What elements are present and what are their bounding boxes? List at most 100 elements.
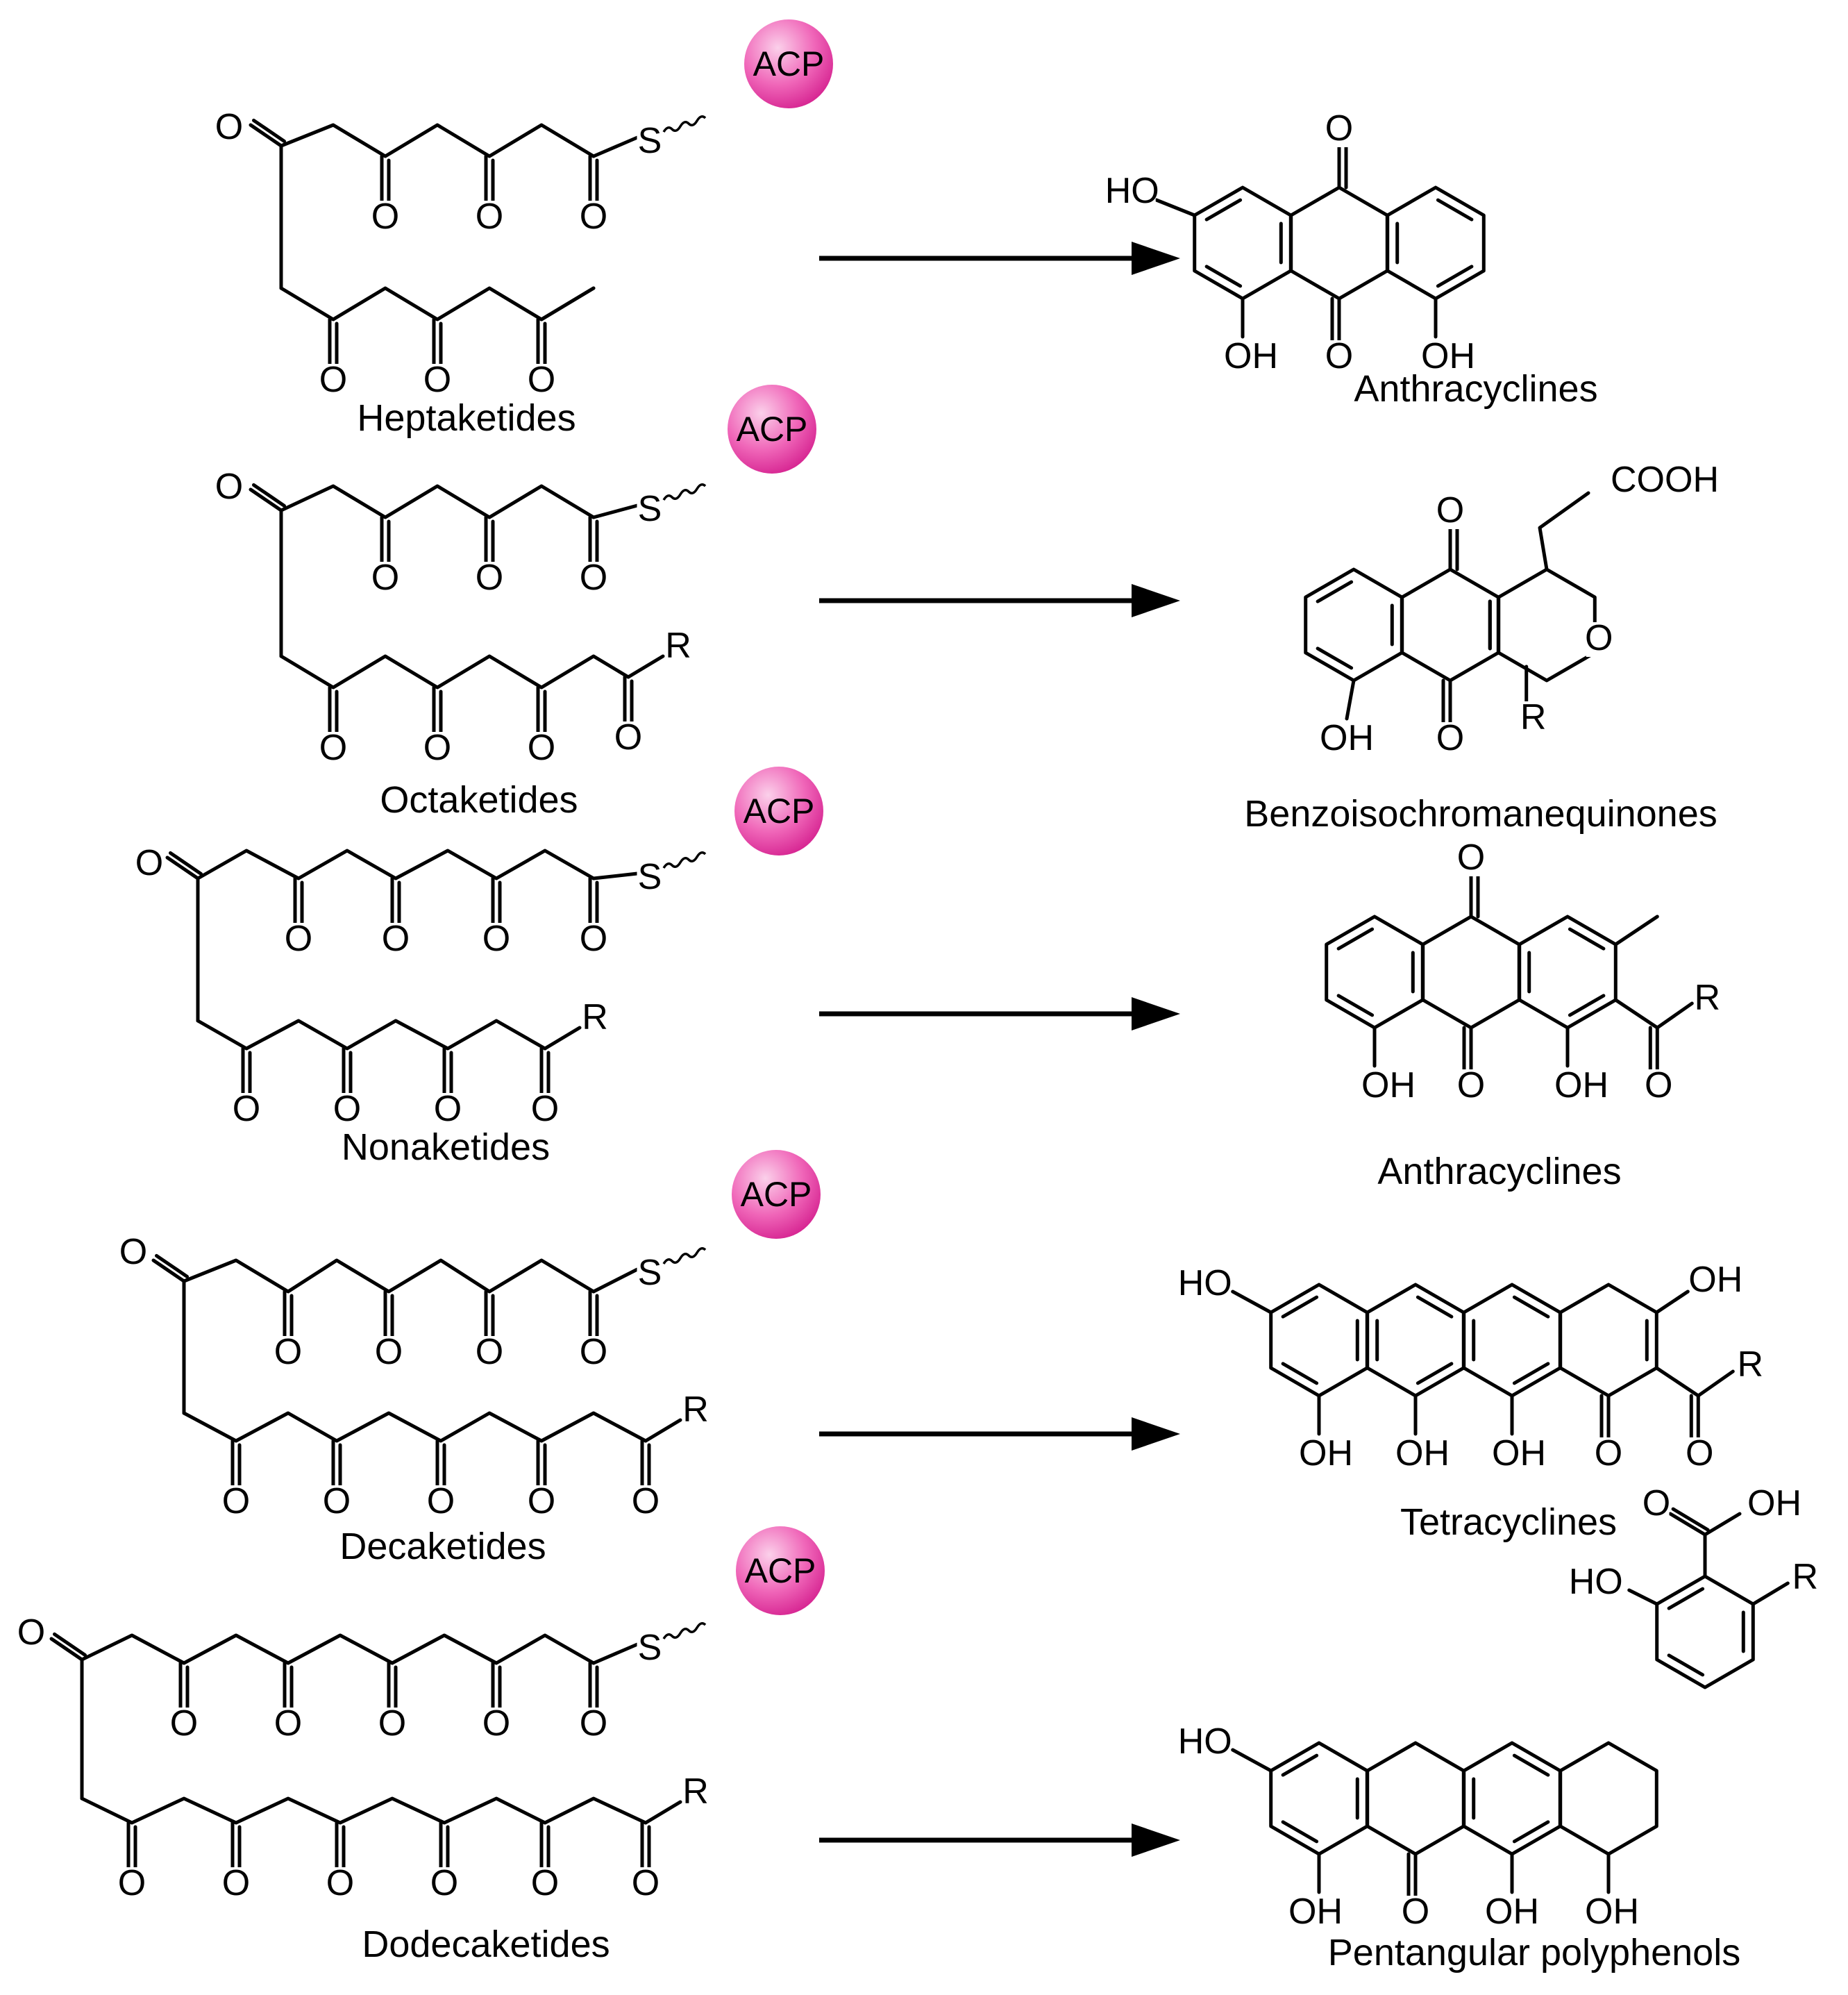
label-bg <box>1686 1437 1713 1472</box>
ring-double-bond <box>1336 927 1375 951</box>
hydroxyl-label: OH <box>1320 718 1374 758</box>
label-bg <box>476 201 503 235</box>
thioester-bond <box>591 871 639 880</box>
oxygen-label: O <box>632 1863 660 1903</box>
oxygen-label: O <box>274 1332 302 1372</box>
label-bg <box>483 1708 510 1742</box>
oxygen-label: O <box>1686 1433 1713 1474</box>
oxygen-label: O <box>323 1481 351 1521</box>
arrow-head <box>1132 242 1180 275</box>
oxygen-label: O <box>215 107 243 147</box>
methyl-bond <box>539 286 596 322</box>
thioester-bond <box>591 1642 639 1665</box>
ring-double-bond <box>1436 198 1474 222</box>
ketone-double-bond <box>252 483 287 508</box>
oxygen-label: O <box>423 728 451 768</box>
ketone-double-bond <box>155 1253 190 1278</box>
r-label: R <box>1792 1557 1819 1597</box>
label-bg <box>1694 982 1720 1017</box>
ring-double-bond <box>1281 1295 1319 1319</box>
carboxyl-carbonyl <box>1671 1507 1710 1532</box>
bottom-chain <box>80 1796 648 1825</box>
r-bond <box>1696 1369 1735 1398</box>
r-bond <box>644 1418 682 1443</box>
ring-a <box>1325 915 1425 1030</box>
hydroxyl-label: HO <box>1105 171 1159 211</box>
oxygen-label: O <box>382 919 410 959</box>
precursor-label-heptaketides: Heptaketides <box>357 397 576 439</box>
top-chain <box>196 849 596 880</box>
oxygen-label: O <box>580 1703 607 1744</box>
ring-a <box>1269 1283 1369 1398</box>
oxygen-label: O <box>482 1703 510 1744</box>
ring-double-bond <box>1281 1753 1319 1777</box>
ring-c <box>1518 915 1618 1030</box>
oxygen-label: O <box>135 843 163 883</box>
ketone-double-bond <box>252 118 287 143</box>
acp-label: ACP <box>737 410 808 449</box>
label-bg <box>285 923 312 958</box>
product-label-tetracyclines: Tetracyclines <box>1400 1501 1617 1543</box>
ketone-double-bond <box>49 1637 84 1662</box>
label-bg <box>327 1867 353 1902</box>
hydroxyl-label: OH <box>1224 336 1278 376</box>
label-bg <box>233 1093 260 1128</box>
ring-double-bond <box>1204 198 1243 222</box>
oxygen-label: O <box>170 1703 198 1744</box>
top-chain <box>80 1633 596 1665</box>
label-bg <box>1437 722 1463 757</box>
r-bond <box>1655 1001 1694 1030</box>
label-bg <box>580 201 607 235</box>
ring-double-bond <box>1667 1587 1705 1610</box>
label-bg <box>632 1485 659 1520</box>
product-label-anthracyclines-2: Anthracyclines <box>1377 1151 1621 1192</box>
label-bg <box>637 1632 663 1667</box>
hydroxyl-bond <box>1627 1588 1659 1606</box>
acp-bead <box>732 1150 821 1239</box>
ring-c <box>1462 1741 1562 1856</box>
oxygen-label: O <box>378 1703 406 1744</box>
r-label: R <box>1520 697 1547 737</box>
hydroxyl-label: OH <box>1288 1892 1343 1932</box>
label-bg <box>1572 1566 1620 1601</box>
label-bg <box>1326 340 1352 375</box>
label-bg <box>532 1867 558 1902</box>
oxygen-label: O <box>531 1863 559 1903</box>
label-bg <box>1645 1069 1672 1104</box>
acyl-bond <box>1654 1366 1700 1398</box>
oxygen-label: O <box>580 919 607 959</box>
ring-oxygen-label: O <box>1585 618 1613 658</box>
ring-double-bond <box>1512 1753 1550 1777</box>
oxygen-label: O <box>1436 490 1464 531</box>
hydroxyl-label: OH <box>1361 1065 1416 1105</box>
oxygen-label: O <box>580 1332 607 1372</box>
label-bg <box>1365 1069 1412 1104</box>
label-bg <box>136 847 162 882</box>
hydroxyl-label: OH <box>1554 1065 1608 1105</box>
label-bg <box>372 562 398 596</box>
label-bg <box>637 1257 663 1292</box>
oxygen-label: O <box>222 1481 250 1521</box>
ring-double-bond <box>1316 646 1354 670</box>
oxygen-label: O <box>1645 1065 1672 1105</box>
label-bg <box>1458 1069 1484 1104</box>
acp-label: ACP <box>744 792 815 830</box>
label-bg <box>18 1617 44 1651</box>
label-bg <box>1620 464 1710 499</box>
bottom-chain <box>196 1019 547 1051</box>
oxygen-label: O <box>632 1481 660 1521</box>
acp-bead <box>728 385 816 474</box>
ring-double-bond <box>1204 265 1243 288</box>
label-bg <box>424 364 451 399</box>
label-bg <box>275 1708 301 1742</box>
wavy-link <box>662 851 707 869</box>
sulfur-label: S <box>638 121 662 161</box>
ring-double-bond <box>1568 927 1606 951</box>
hydroxyl-label: OH <box>1492 1433 1546 1474</box>
acyl-bond <box>1613 998 1659 1030</box>
ring-b <box>1421 915 1521 1030</box>
label-bg <box>1558 1069 1605 1104</box>
label-bg <box>1495 1437 1543 1472</box>
oxygen-label: O <box>1436 718 1464 758</box>
